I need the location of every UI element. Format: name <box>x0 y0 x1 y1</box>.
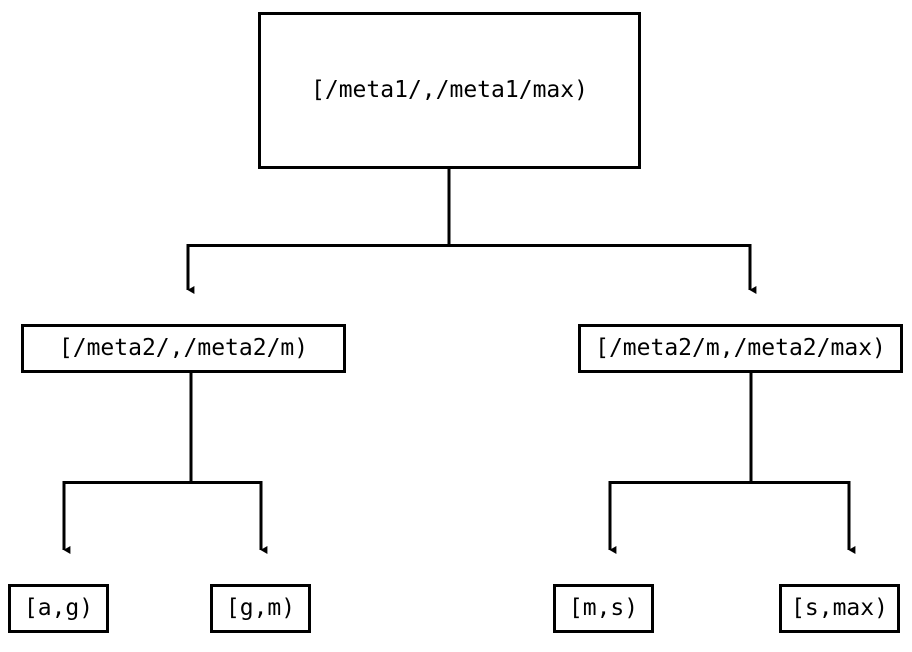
node-leaf-smax-label: [s,max) <box>791 595 888 621</box>
node-root[interactable]: [/meta1/,/meta1/max) <box>258 12 641 169</box>
node-leaf-ag-label: [a,g) <box>23 595 94 621</box>
node-root-label: [/meta1/,/meta1/max) <box>311 77 588 103</box>
node-mid-right-label: [/meta2/m,/meta2/max) <box>595 335 886 361</box>
node-leaf-gm[interactable]: [g,m) <box>210 584 311 633</box>
node-leaf-ms[interactable]: [m,s) <box>553 584 654 633</box>
node-leaf-gm-label: [g,m) <box>225 595 296 621</box>
node-mid-left-label: [/meta2/,/meta2/m) <box>58 335 309 361</box>
node-leaf-smax[interactable]: [s,max) <box>779 584 900 633</box>
node-leaf-ag[interactable]: [a,g) <box>8 584 109 633</box>
node-mid-right[interactable]: [/meta2/m,/meta2/max) <box>578 324 903 373</box>
node-mid-left[interactable]: [/meta2/,/meta2/m) <box>21 324 346 373</box>
node-leaf-ms-label: [m,s) <box>568 595 639 621</box>
